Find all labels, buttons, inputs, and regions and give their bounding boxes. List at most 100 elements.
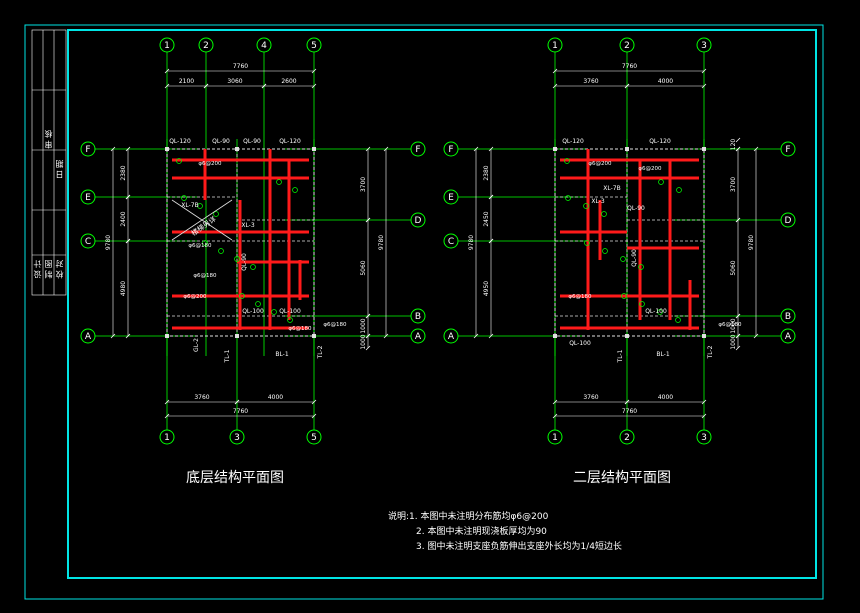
axis-bottom-bubble [306, 429, 322, 445]
rebar-label: φ6@200 [638, 166, 662, 172]
beam-label: QL-90 [241, 253, 248, 271]
dim-tick [365, 345, 371, 351]
rebar-mark [584, 240, 590, 246]
dim-right: 1000 [730, 318, 737, 333]
rebar-mark [197, 203, 203, 209]
axis-right-label: A [785, 332, 792, 342]
dim-top: 4000 [658, 78, 673, 85]
dim-left: 4950 [483, 281, 490, 296]
axis-right-bubble [410, 328, 426, 344]
column-node [625, 334, 629, 338]
wall-outline [166, 148, 315, 337]
dim-tick [311, 83, 317, 89]
column-node [165, 147, 169, 151]
axis-top-bubble [619, 37, 635, 53]
rebar-mark [255, 301, 261, 307]
axis-top-label: 3 [701, 41, 707, 51]
axis-top-bubble [198, 37, 214, 53]
column-node [702, 147, 706, 151]
axis-right-bubble [780, 328, 796, 344]
rebar-mark [287, 317, 293, 323]
rebar-label: φ6@180 [718, 322, 742, 328]
axis-top-label: 2 [203, 41, 209, 51]
axis-top-bubble [696, 37, 712, 53]
dim-tick [365, 313, 371, 319]
dim-tick [735, 217, 741, 223]
dim-tick [383, 146, 389, 152]
beam-label: QL-100 [242, 308, 264, 315]
inner-frame [67, 29, 817, 579]
beam-label: BL-1 [275, 351, 289, 358]
dim-tick [311, 413, 317, 419]
axis-left-label: E [85, 193, 91, 203]
dim-tick [383, 333, 389, 339]
dim-left-overall: 9780 [105, 235, 112, 250]
dim-tick [164, 399, 170, 405]
dim-tick [125, 194, 131, 200]
rebar-mark [250, 264, 256, 270]
axis-right-bubble [780, 308, 796, 324]
dim-tick [552, 68, 558, 74]
axis-left-label: C [448, 237, 454, 247]
beam-label: QL-90 [212, 138, 230, 145]
dim-tick [164, 83, 170, 89]
beam-label: QL-90 [631, 249, 638, 267]
rebar-mark [676, 187, 682, 193]
axis-bottom-label: 5 [311, 433, 317, 443]
dim-bottom: 3760 [194, 394, 209, 401]
rebar-mark [239, 293, 245, 299]
rebar-label: φ6@200 [588, 161, 612, 167]
dim-tick [125, 333, 131, 339]
axis-bottom-label: 3 [701, 433, 707, 443]
axis-bottom-label: 1 [552, 433, 558, 443]
axis-right-label: B [785, 312, 791, 322]
beam-label: XL-7B [603, 185, 620, 192]
column-node [312, 147, 316, 151]
axis-top-bubble [256, 37, 272, 53]
axis-right-bubble [410, 212, 426, 228]
rebar-label: φ6@180 [568, 294, 592, 300]
title-block-label: 校 对 [55, 260, 64, 279]
dim-top: 3760 [583, 78, 598, 85]
plan-title-ground: 底层结构平面图 [186, 470, 284, 486]
dim-tick [365, 217, 371, 223]
dim-tick [624, 399, 630, 405]
rebar-label: φ6@200 [198, 161, 222, 167]
dim-left: 2450 [483, 211, 490, 226]
notes-item: 2. 本图中未注明现浇板厚均为90 [416, 527, 547, 537]
dim-left-overall: 9780 [468, 235, 475, 250]
axis-left-bubble [80, 189, 96, 205]
rebar-label: φ6@180 [288, 326, 312, 332]
axis-top-bubble [306, 37, 322, 53]
dim-tick [552, 399, 558, 405]
dim-tick [125, 146, 131, 152]
dim-tick [110, 333, 116, 339]
dim-top-overall: 7760 [233, 63, 248, 70]
rebar-mark [583, 203, 589, 209]
beam-label: QL-90 [243, 138, 261, 145]
rebar-label: φ6@200 [183, 294, 207, 300]
axis-left-label: F [448, 145, 453, 155]
axis-right-bubble [780, 141, 796, 157]
dim-tick [753, 333, 759, 339]
rebar-mark [202, 240, 208, 246]
rebar-mark [564, 158, 570, 164]
axis-bottom-label: 3 [234, 433, 240, 443]
dim-right: 1000 [360, 334, 367, 349]
axis-left-bubble [80, 328, 96, 344]
dim-tick [488, 333, 494, 339]
dim-tick [735, 333, 741, 339]
column-node [625, 147, 629, 151]
dim-tick [203, 83, 209, 89]
beam-label: TL-1 [617, 349, 624, 363]
rebar-mark [271, 309, 277, 315]
dim-top: 3060 [227, 78, 242, 85]
rebar-mark [658, 179, 664, 185]
dim-right: 3700 [360, 177, 367, 192]
rebar-mark [675, 317, 681, 323]
dim-right: 1000 [730, 334, 737, 349]
axis-bottom-bubble [159, 429, 175, 445]
dim-right: 1000 [360, 318, 367, 333]
